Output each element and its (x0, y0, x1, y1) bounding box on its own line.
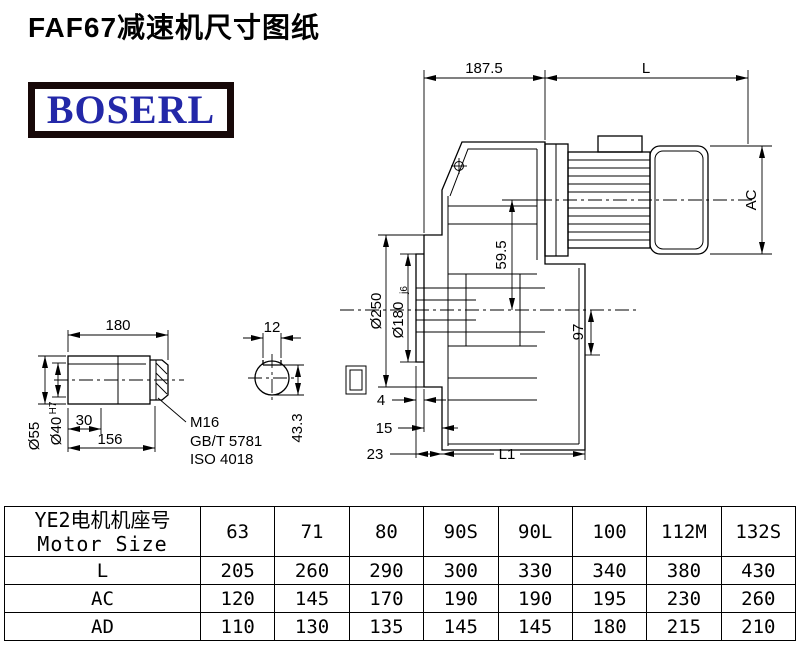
table-cell: 130 (274, 612, 350, 641)
table-cell: 120 (199, 584, 276, 613)
dim-180dia-tol: j6 (399, 286, 410, 295)
column-header: 80 (348, 506, 425, 557)
table-cell: 380 (646, 556, 722, 585)
dim-250-label: Ø250 (368, 293, 385, 330)
terminal-box (597, 135, 643, 153)
dim-4-label: 4 (377, 392, 385, 409)
thread-standard-iso: ISO 4018 (190, 451, 253, 468)
table-cell: 180 (571, 612, 648, 641)
dim-AC-label: AC (743, 189, 760, 210)
dim-15-label: 15 (376, 420, 393, 437)
boserl-logo-text: BOSERL (46, 87, 216, 132)
table-cell: 230 (646, 584, 722, 613)
table-cell: 135 (348, 612, 425, 641)
table-row: AC 120 145 170 190 190 195 230 260 (4, 584, 797, 613)
thread-callout: M16 (190, 414, 219, 431)
row-label: L (4, 556, 201, 585)
dim-156-label: 156 (97, 431, 122, 448)
table-cell: 340 (571, 556, 648, 585)
table-cell: 215 (646, 612, 722, 641)
row-label: AD (4, 612, 201, 641)
dim-180dia-label: Ø180 (390, 302, 407, 339)
table-cell: 170 (348, 584, 425, 613)
gearbox-front-view (340, 141, 640, 451)
column-header: 112M (646, 506, 722, 557)
page-title: FAF67减速机尺寸图纸 (28, 12, 321, 43)
dimension-drawing: 187.5 L AC Ø250 Ø180 j6 59.5 (26, 60, 772, 468)
table-header-row: YE2电机机座号 Motor Size 63 71 80 90S 90L 100… (4, 506, 797, 557)
column-header: 90L (497, 506, 573, 557)
dim-40-label: Ø40 (48, 417, 65, 445)
dim-40-tol: H7 (48, 401, 59, 414)
table-cell: 330 (497, 556, 573, 585)
dim-12-label: 12 (264, 319, 281, 336)
motor-size-header-cn: YE2电机机座号 (34, 507, 171, 532)
dim-97-label: 97 (570, 324, 587, 341)
table-cell: 210 (720, 612, 797, 641)
table-cell: 190 (423, 584, 499, 613)
table-cell: 205 (199, 556, 276, 585)
table-cell: 190 (497, 584, 573, 613)
boserl-logo: BOSERL (28, 82, 234, 138)
table-cell: 110 (199, 612, 276, 641)
dim-59-label: 59.5 (493, 240, 510, 269)
table-cell: 300 (423, 556, 499, 585)
column-header: 63 (199, 506, 276, 557)
dim-L1-label: L1 (499, 446, 516, 463)
table-cell: 260 (720, 584, 797, 613)
shaft-section-view (248, 354, 296, 402)
table-cell: 290 (348, 556, 425, 585)
table-cell: 145 (423, 612, 499, 641)
dim-43-label: 43.3 (289, 413, 306, 442)
row-label: AC (4, 584, 201, 613)
table-cell: 195 (571, 584, 648, 613)
thread-standard-gb: GB/T 5781 (190, 433, 262, 450)
dim-187-label: 187.5 (465, 60, 503, 77)
table-cell: 145 (497, 612, 573, 641)
column-header: 90S (423, 506, 499, 557)
table-cell: 145 (274, 584, 350, 613)
dim-23-label: 23 (367, 446, 384, 463)
table-cell: 260 (274, 556, 350, 585)
motor-size-header-en: Motor Size (37, 531, 168, 556)
table-row: AD 110 130 135 145 145 180 215 210 (4, 612, 797, 641)
column-header: 132S (720, 506, 797, 557)
table-cell: 430 (720, 556, 797, 585)
motor-size-header: YE2电机机座号 Motor Size (4, 506, 201, 557)
shaft-detail-view (54, 355, 184, 405)
column-header: 71 (274, 506, 350, 557)
column-header: 100 (571, 506, 648, 557)
dimension-table: YE2电机机座号 Motor Size 63 71 80 90S 90L 100… (4, 506, 797, 641)
dim-55-label: Ø55 (26, 422, 43, 450)
dim-L-label: L (642, 60, 650, 77)
dim-30-label: 30 (76, 412, 93, 429)
dimension-annotations: 187.5 L AC Ø250 Ø180 j6 59.5 (26, 60, 772, 468)
motor-view (538, 135, 756, 257)
dim-shaft-180-label: 180 (105, 317, 130, 334)
table-row: L 205 260 290 300 330 340 380 430 (4, 556, 797, 585)
